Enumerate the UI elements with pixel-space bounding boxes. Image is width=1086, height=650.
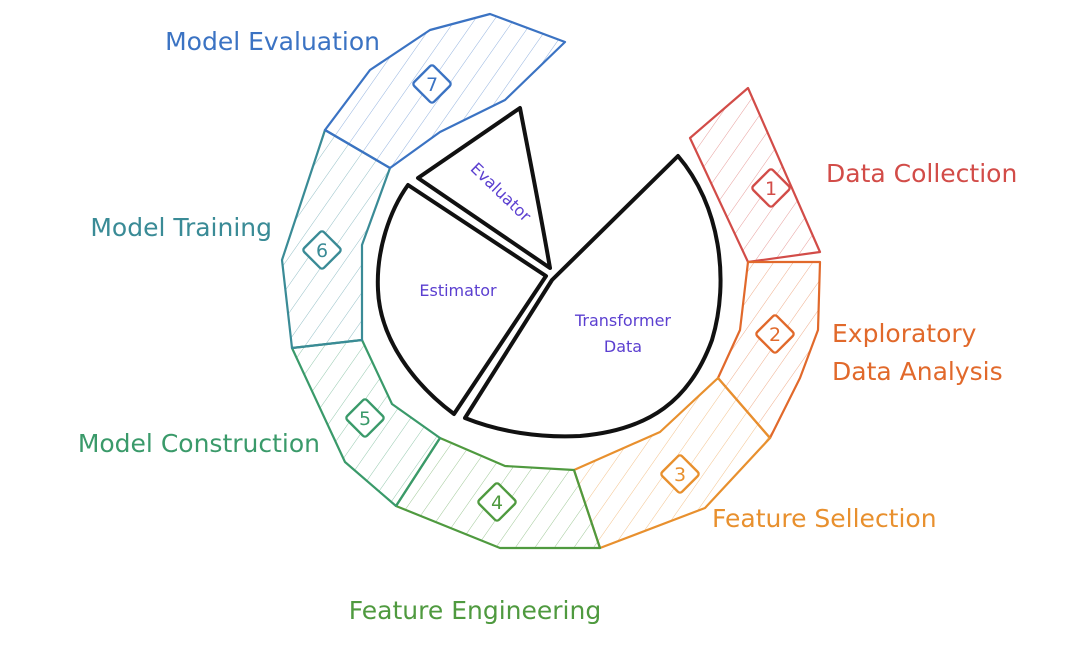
stage-4-label: Feature Engineering <box>349 596 601 625</box>
stage-6-number: 6 <box>316 240 328 262</box>
stage-label-line: Exploratory <box>832 319 977 348</box>
inner-label-line: Transformer <box>574 311 671 330</box>
transformer-shape <box>463 154 723 439</box>
stage-6-badge: 6 <box>302 230 342 270</box>
stage-7-segment: 7 <box>323 12 567 170</box>
evaluator-block: Evaluator <box>416 106 552 270</box>
inner-label-line: Data <box>604 337 642 356</box>
stage-label-line: Feature Engineering <box>349 596 601 625</box>
evaluator-shape <box>416 106 552 270</box>
stage-2-band <box>716 260 822 440</box>
estimator-block: Estimator <box>375 183 548 416</box>
stage-1-label: Data Collection <box>826 159 1017 188</box>
stage-3-badge: 3 <box>660 454 700 494</box>
stage-3-segment: 3 <box>572 376 772 550</box>
stage-6-label: Model Training <box>90 213 272 242</box>
inner-label-line: Estimator <box>419 281 497 300</box>
stage-7-label: Model Evaluation <box>165 27 380 56</box>
estimator-shape <box>375 183 548 416</box>
stage-label-line: Model Evaluation <box>165 27 380 56</box>
stage-1-number: 1 <box>765 178 777 200</box>
pipeline-ring: 1 2 3 4 5 6 7 <box>280 12 822 550</box>
stage-1-badge-frame <box>751 168 791 208</box>
stage-3-number: 3 <box>674 464 686 486</box>
stage-3-label: Feature Sellection <box>712 504 937 533</box>
stage-2-number: 2 <box>769 324 781 346</box>
stage-3-badge-frame <box>660 454 700 494</box>
stage-4-badge-frame <box>477 482 517 522</box>
stage-2-badge-frame <box>755 314 795 354</box>
stage-4-segment: 4 <box>394 436 602 550</box>
stage-5-number: 5 <box>359 408 371 430</box>
stage-7-number: 7 <box>426 74 438 96</box>
stage-6-badge-frame <box>302 230 342 270</box>
stage-5-label: Model Construction <box>78 429 320 458</box>
stage-1-badge: 1 <box>751 168 791 208</box>
stage-label-line: Data Collection <box>826 159 1017 188</box>
stage-7-badge: 7 <box>412 64 452 104</box>
stage-4-badge: 4 <box>477 482 517 522</box>
stage-label-line: Model Construction <box>78 429 320 458</box>
stage-1-segment: 1 <box>688 86 822 264</box>
stage-2-segment: 2 <box>716 260 822 440</box>
stage-label-line: Feature Sellection <box>712 504 937 533</box>
stage-5-badge: 5 <box>345 398 385 438</box>
stage-1-band <box>688 86 822 264</box>
stage-6-segment: 6 <box>280 128 392 350</box>
stage-2-badge: 2 <box>755 314 795 354</box>
stage-6-band <box>280 128 392 350</box>
stage-7-badge-frame <box>412 64 452 104</box>
stage-4-number: 4 <box>491 492 503 514</box>
estimator-label: Estimator <box>419 281 497 300</box>
stage-5-badge-frame <box>345 398 385 438</box>
stage-label-line: Data Analysis <box>832 357 1003 386</box>
stage-label-line: Model Training <box>90 213 272 242</box>
